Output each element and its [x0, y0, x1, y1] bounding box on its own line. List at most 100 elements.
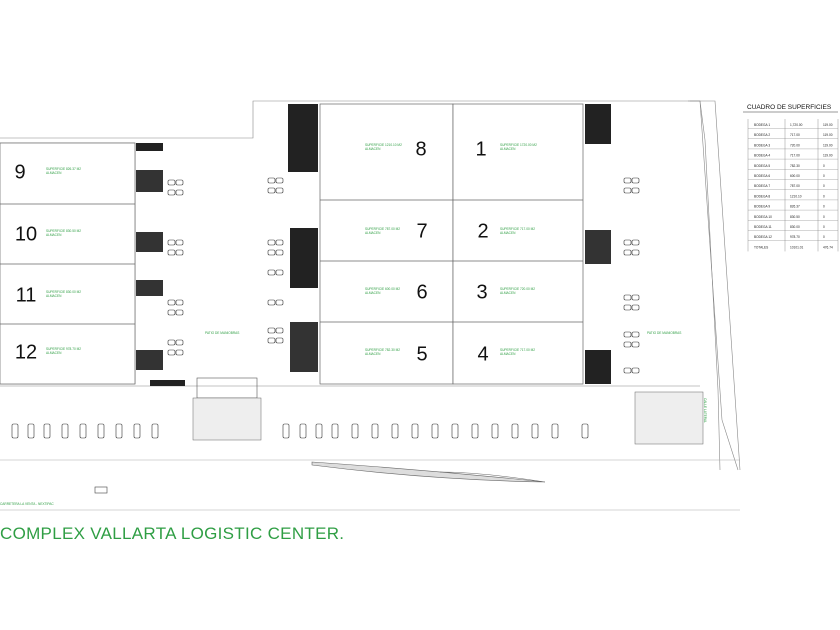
table-cell-area: 1,720.00 — [790, 123, 803, 127]
car-mark — [175, 179, 184, 186]
table-cell-extra: 0 — [823, 235, 825, 239]
car-mark — [623, 187, 632, 194]
table-total-extra: 476.74 — [823, 245, 833, 249]
table-cell-extra: 0 — [823, 164, 825, 168]
car-mark — [275, 269, 284, 276]
table-total-area: 10101.01 — [790, 245, 804, 249]
car-mark — [623, 341, 632, 348]
car-mark — [631, 331, 640, 338]
warehouse-number: 4 — [477, 343, 488, 365]
car-mark — [391, 423, 399, 439]
car-mark — [175, 309, 184, 316]
table-cell-extra: 0 — [823, 174, 825, 178]
warehouse-use: ALMACEN — [500, 352, 516, 356]
car-mark — [275, 239, 284, 246]
labels: PATIO DE MANIOBRAS PATIO DE MANIOBRAS CA… — [0, 331, 707, 506]
car-mark — [175, 249, 184, 256]
car-mark — [631, 367, 640, 374]
car-mark — [623, 239, 632, 246]
table-cell-name: BODEGA 4 — [754, 154, 770, 158]
table-cell-name: BODEGA 9 — [754, 205, 770, 209]
table-cell-area: 717.00 — [790, 154, 800, 158]
yard-label: PATIO DE MANIOBRAS — [205, 331, 239, 335]
car-mark — [282, 423, 290, 439]
warehouse-surface: SUPERFICIE 826.37 M2 — [46, 167, 81, 171]
warehouse-number: 2 — [477, 220, 488, 242]
table-cell-name: BODEGA 7 — [754, 184, 770, 188]
warehouse-number: 9 — [14, 161, 25, 183]
car-mark — [471, 423, 479, 439]
warehouse-use: ALMACEN — [500, 147, 516, 151]
warehouse-number: 11 — [16, 284, 37, 306]
table-total-label: TOTALES — [754, 245, 768, 249]
surface-table-title: CUADRO DE SUPERFICIES — [747, 104, 832, 111]
car-mark — [267, 269, 276, 276]
warehouse-number: 8 — [415, 138, 426, 160]
table-cell-extra: 119.00 — [823, 123, 833, 127]
warehouse-surface: SUPERFICIE 717.00 M2 — [500, 348, 535, 352]
table-cell-extra: 0 — [823, 225, 825, 229]
car-mark — [275, 249, 284, 256]
car-mark — [511, 423, 519, 439]
warehouse-surface: SUPERFICIE 600.00 M2 — [365, 287, 400, 291]
car-mark — [623, 304, 632, 311]
warehouse-surface: SUPERFICIE 830.50 M2 — [46, 229, 81, 233]
car-mark — [11, 423, 19, 439]
table-cell-area: 830.50 — [790, 215, 800, 219]
car-mark — [631, 294, 640, 301]
side-road-label: CALLE LATERAL — [703, 398, 707, 423]
car-mark — [451, 423, 459, 439]
car-mark — [175, 349, 184, 356]
car-mark — [581, 423, 589, 439]
car-mark — [631, 239, 640, 246]
table-cell-extra: 0 — [823, 184, 825, 188]
yard-label-right: PATIO DE MANIOBRAS — [647, 331, 681, 335]
car-mark — [167, 309, 176, 316]
car-mark — [551, 423, 559, 439]
car-mark — [267, 337, 276, 344]
car-mark — [431, 423, 439, 439]
table-cell-name: BODEGA 12 — [754, 235, 772, 239]
table-cell-extra: 0 — [823, 215, 825, 219]
car-mark — [267, 177, 276, 184]
car-mark — [115, 423, 123, 439]
car-mark — [331, 423, 339, 439]
surface-table: CUADRO DE SUPERFICIES BODEGA 1 1,720.00 11… — [743, 104, 839, 252]
table-cell-name: BODEGA 11 — [754, 225, 772, 229]
warehouse-number: 10 — [15, 223, 37, 245]
warehouse-surface: SUPERFICIE 1720.00 M2 — [500, 143, 537, 147]
car-mark — [631, 249, 640, 256]
car-mark — [167, 339, 176, 346]
table-cell-name: BODEGA 3 — [754, 143, 770, 147]
caption: COMPLEX VALLARTA LOGISTIC CENTER. — [0, 524, 345, 543]
car-mark — [267, 327, 276, 334]
warehouse-number: 7 — [416, 220, 427, 242]
car-mark — [631, 177, 640, 184]
car-mark — [623, 367, 632, 374]
table-cell-area: 600.00 — [790, 174, 800, 178]
table-cell-area: 720.00 — [790, 143, 800, 147]
car-mark — [623, 294, 632, 301]
table-cell-name: BODEGA 1 — [754, 123, 770, 127]
car-mark — [351, 423, 359, 439]
car-mark — [175, 189, 184, 196]
car-mark — [623, 249, 632, 256]
car-mark — [167, 349, 176, 356]
table-cell-name: BODEGA 8 — [754, 194, 770, 198]
warehouse-use: ALMACEN — [365, 291, 381, 295]
warehouse-number: 12 — [15, 341, 37, 363]
car-mark — [175, 239, 184, 246]
warehouse-use: ALMACEN — [500, 231, 516, 235]
car-mark — [631, 304, 640, 311]
road-label: CARRETERA LA VENTA - NEXTIPAC — [0, 502, 54, 506]
car-mark — [299, 423, 307, 439]
road-features — [0, 377, 740, 511]
warehouse-use: ALMACEN — [46, 351, 62, 355]
car-mark — [491, 423, 499, 439]
car-mark — [61, 423, 69, 439]
warehouse-block-left — [0, 142, 185, 386]
table-cell-area: 978.70 — [790, 235, 800, 239]
warehouse-use: ALMACEN — [46, 233, 62, 237]
table-cell-name: BODEGA 2 — [754, 133, 770, 137]
car-mark — [275, 337, 284, 344]
